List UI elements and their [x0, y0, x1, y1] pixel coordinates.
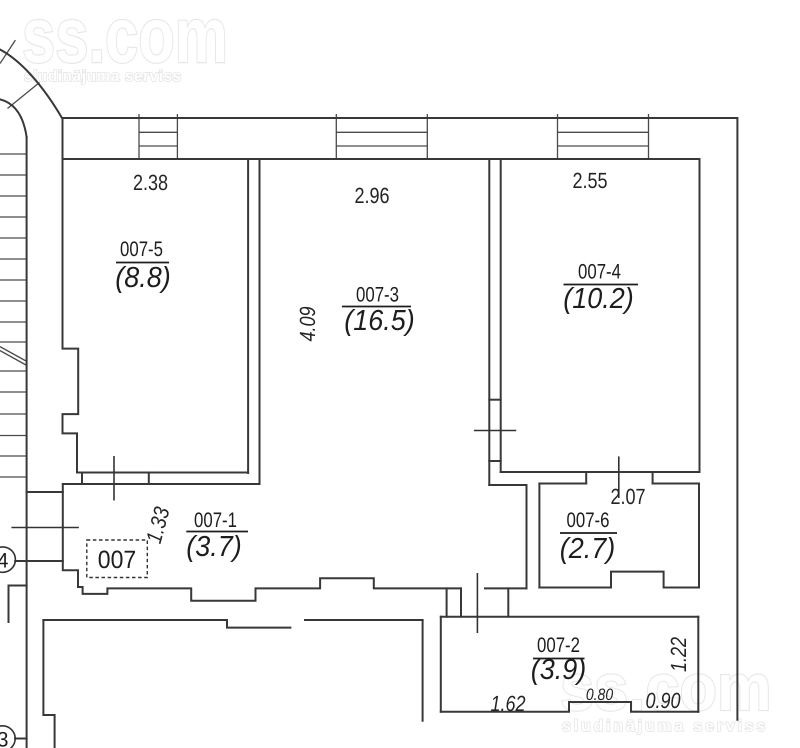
stair-treads — [0, 39, 40, 478]
watermark-top-left: ss.com sludinājuma serviss — [21, 0, 229, 86]
room-labels: 007-5 (8.8) 007-3 (16.5) 007-4 (10.2) 00… — [115, 238, 638, 686]
room2-bottom-wall — [439, 701, 700, 713]
corridor-bottom-wall — [61, 483, 462, 602]
room-label-007-2: 007-2 (3.9) — [531, 634, 586, 686]
dimension-1.22: 1.22 — [666, 637, 691, 672]
neighbor-badge-number: 3 — [0, 729, 8, 748]
watermark-tagline-text: sludinājuma serviss — [562, 718, 768, 735]
window-room3 — [335, 114, 428, 160]
windows — [138, 114, 650, 160]
unit-label-box — [86, 539, 149, 579]
watermark-brand-text: ss.com — [22, 0, 228, 79]
room5-left-wall — [61, 117, 80, 474]
dimension-2.07: 2.07 — [610, 484, 645, 509]
room-number: 007-4 — [578, 261, 621, 284]
stair-winder-tread — [7, 81, 40, 110]
neighbor-badge-circle — [0, 725, 16, 748]
entrance-badge-circle — [0, 546, 17, 574]
window-room5 — [138, 114, 179, 160]
room-label-007-4: 007-4 (10.2) — [563, 261, 638, 315]
door-marks — [11, 429, 620, 633]
neighbor-top-wall — [42, 619, 292, 629]
room-area: (8.8) — [115, 262, 170, 294]
stair-inner-arc-wall — [0, 98, 28, 139]
dimension-2.38: 2.38 — [133, 170, 168, 195]
room-number: 007-1 — [194, 509, 237, 532]
stair-direction-line — [0, 350, 27, 366]
dimension-labels: 2.38 2.96 2.55 4.09 1.33 2.07 1.62 0.80 … — [133, 168, 691, 716]
room-number: 007-5 — [120, 238, 163, 261]
dimension-2.96: 2.96 — [354, 183, 389, 208]
room-label-007-6: 007-6 (2.7) — [560, 509, 617, 565]
window-room4 — [556, 114, 650, 160]
dimension-0.80: 0.80 — [586, 686, 614, 704]
room-label-007-5: 007-5 (8.8) — [115, 238, 170, 294]
entrance-badge-number: 4 — [0, 550, 9, 573]
room-number: 007-6 — [567, 509, 610, 532]
room-number: 007-2 — [537, 634, 580, 657]
room6-bottom-wall — [538, 570, 700, 589]
walls — [0, 48, 739, 748]
dimension-1.33: 1.33 — [141, 504, 175, 546]
room-area: (10.2) — [563, 283, 633, 315]
dimension-0.90: 0.90 — [645, 688, 681, 713]
dimension-4.09: 4.09 — [295, 306, 320, 341]
stair-direction-line — [0, 346, 27, 362]
watermark-tagline-text: sludinājuma serviss — [24, 68, 182, 85]
room-number: 007-3 — [356, 284, 399, 307]
room-label-007-3: 007-3 (16.5) — [342, 284, 415, 337]
room-area: (2.7) — [560, 533, 615, 565]
dimension-1.62: 1.62 — [490, 691, 525, 716]
neighbor-left-wall — [42, 619, 56, 748]
room-label-007-1: 007-1 (3.7) — [186, 509, 248, 563]
stair-upper-diagonal — [0, 39, 16, 64]
dimension-2.55: 2.55 — [572, 168, 607, 193]
room-area: (3.9) — [531, 654, 586, 686]
unit-label: 007 — [98, 546, 136, 574]
room-area: (3.7) — [186, 531, 241, 563]
room-area: (16.5) — [344, 305, 414, 337]
